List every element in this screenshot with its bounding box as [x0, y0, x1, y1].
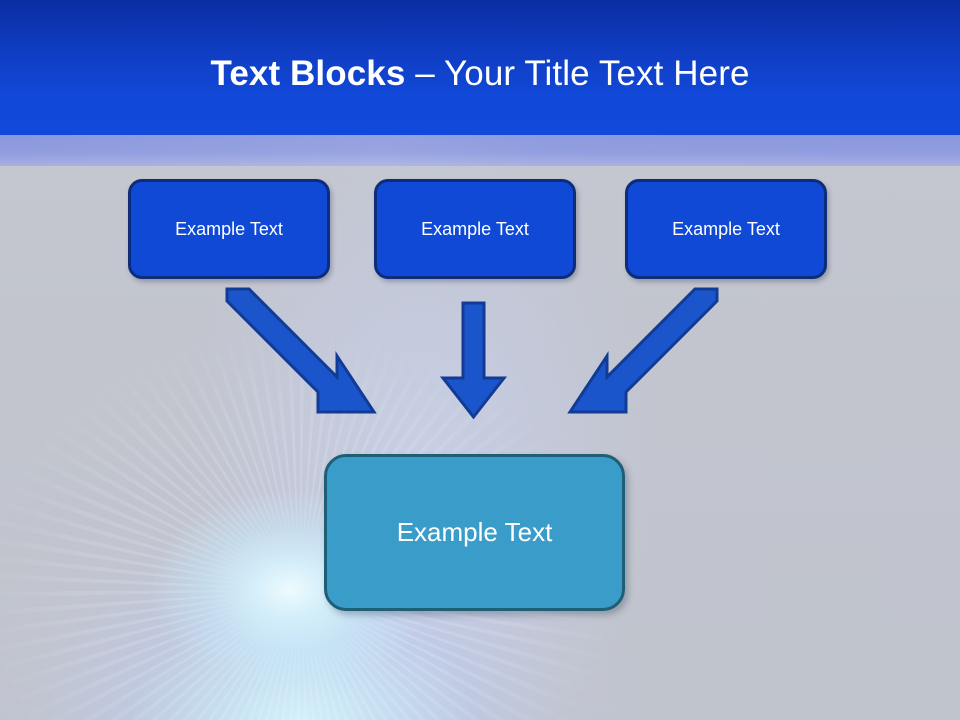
diagram-node-top-2-label: Example Text [421, 218, 529, 239]
header-accent-band [0, 135, 960, 166]
diagram-node-top-1[interactable]: Example Text [128, 179, 330, 279]
header-accent-band-sheen [0, 135, 960, 166]
page-title-regular: Your Title Text Here [444, 54, 750, 93]
diagram-node-bottom[interactable]: Example Text [324, 454, 625, 611]
header-band [0, 0, 960, 135]
diagram-node-bottom-label: Example Text [396, 517, 553, 547]
diagram-node-top-2[interactable]: Example Text [374, 179, 576, 279]
diagram-node-top-3[interactable]: Example Text [625, 179, 827, 279]
page-title-separator: – [405, 54, 445, 93]
diagram-node-top-1-label: Example Text [175, 218, 283, 239]
page-title: Text Blocks – Your Title Text Here [0, 52, 960, 96]
diagram-node-top-3-label: Example Text [672, 218, 780, 239]
page-title-bold: Text Blocks [210, 54, 406, 93]
